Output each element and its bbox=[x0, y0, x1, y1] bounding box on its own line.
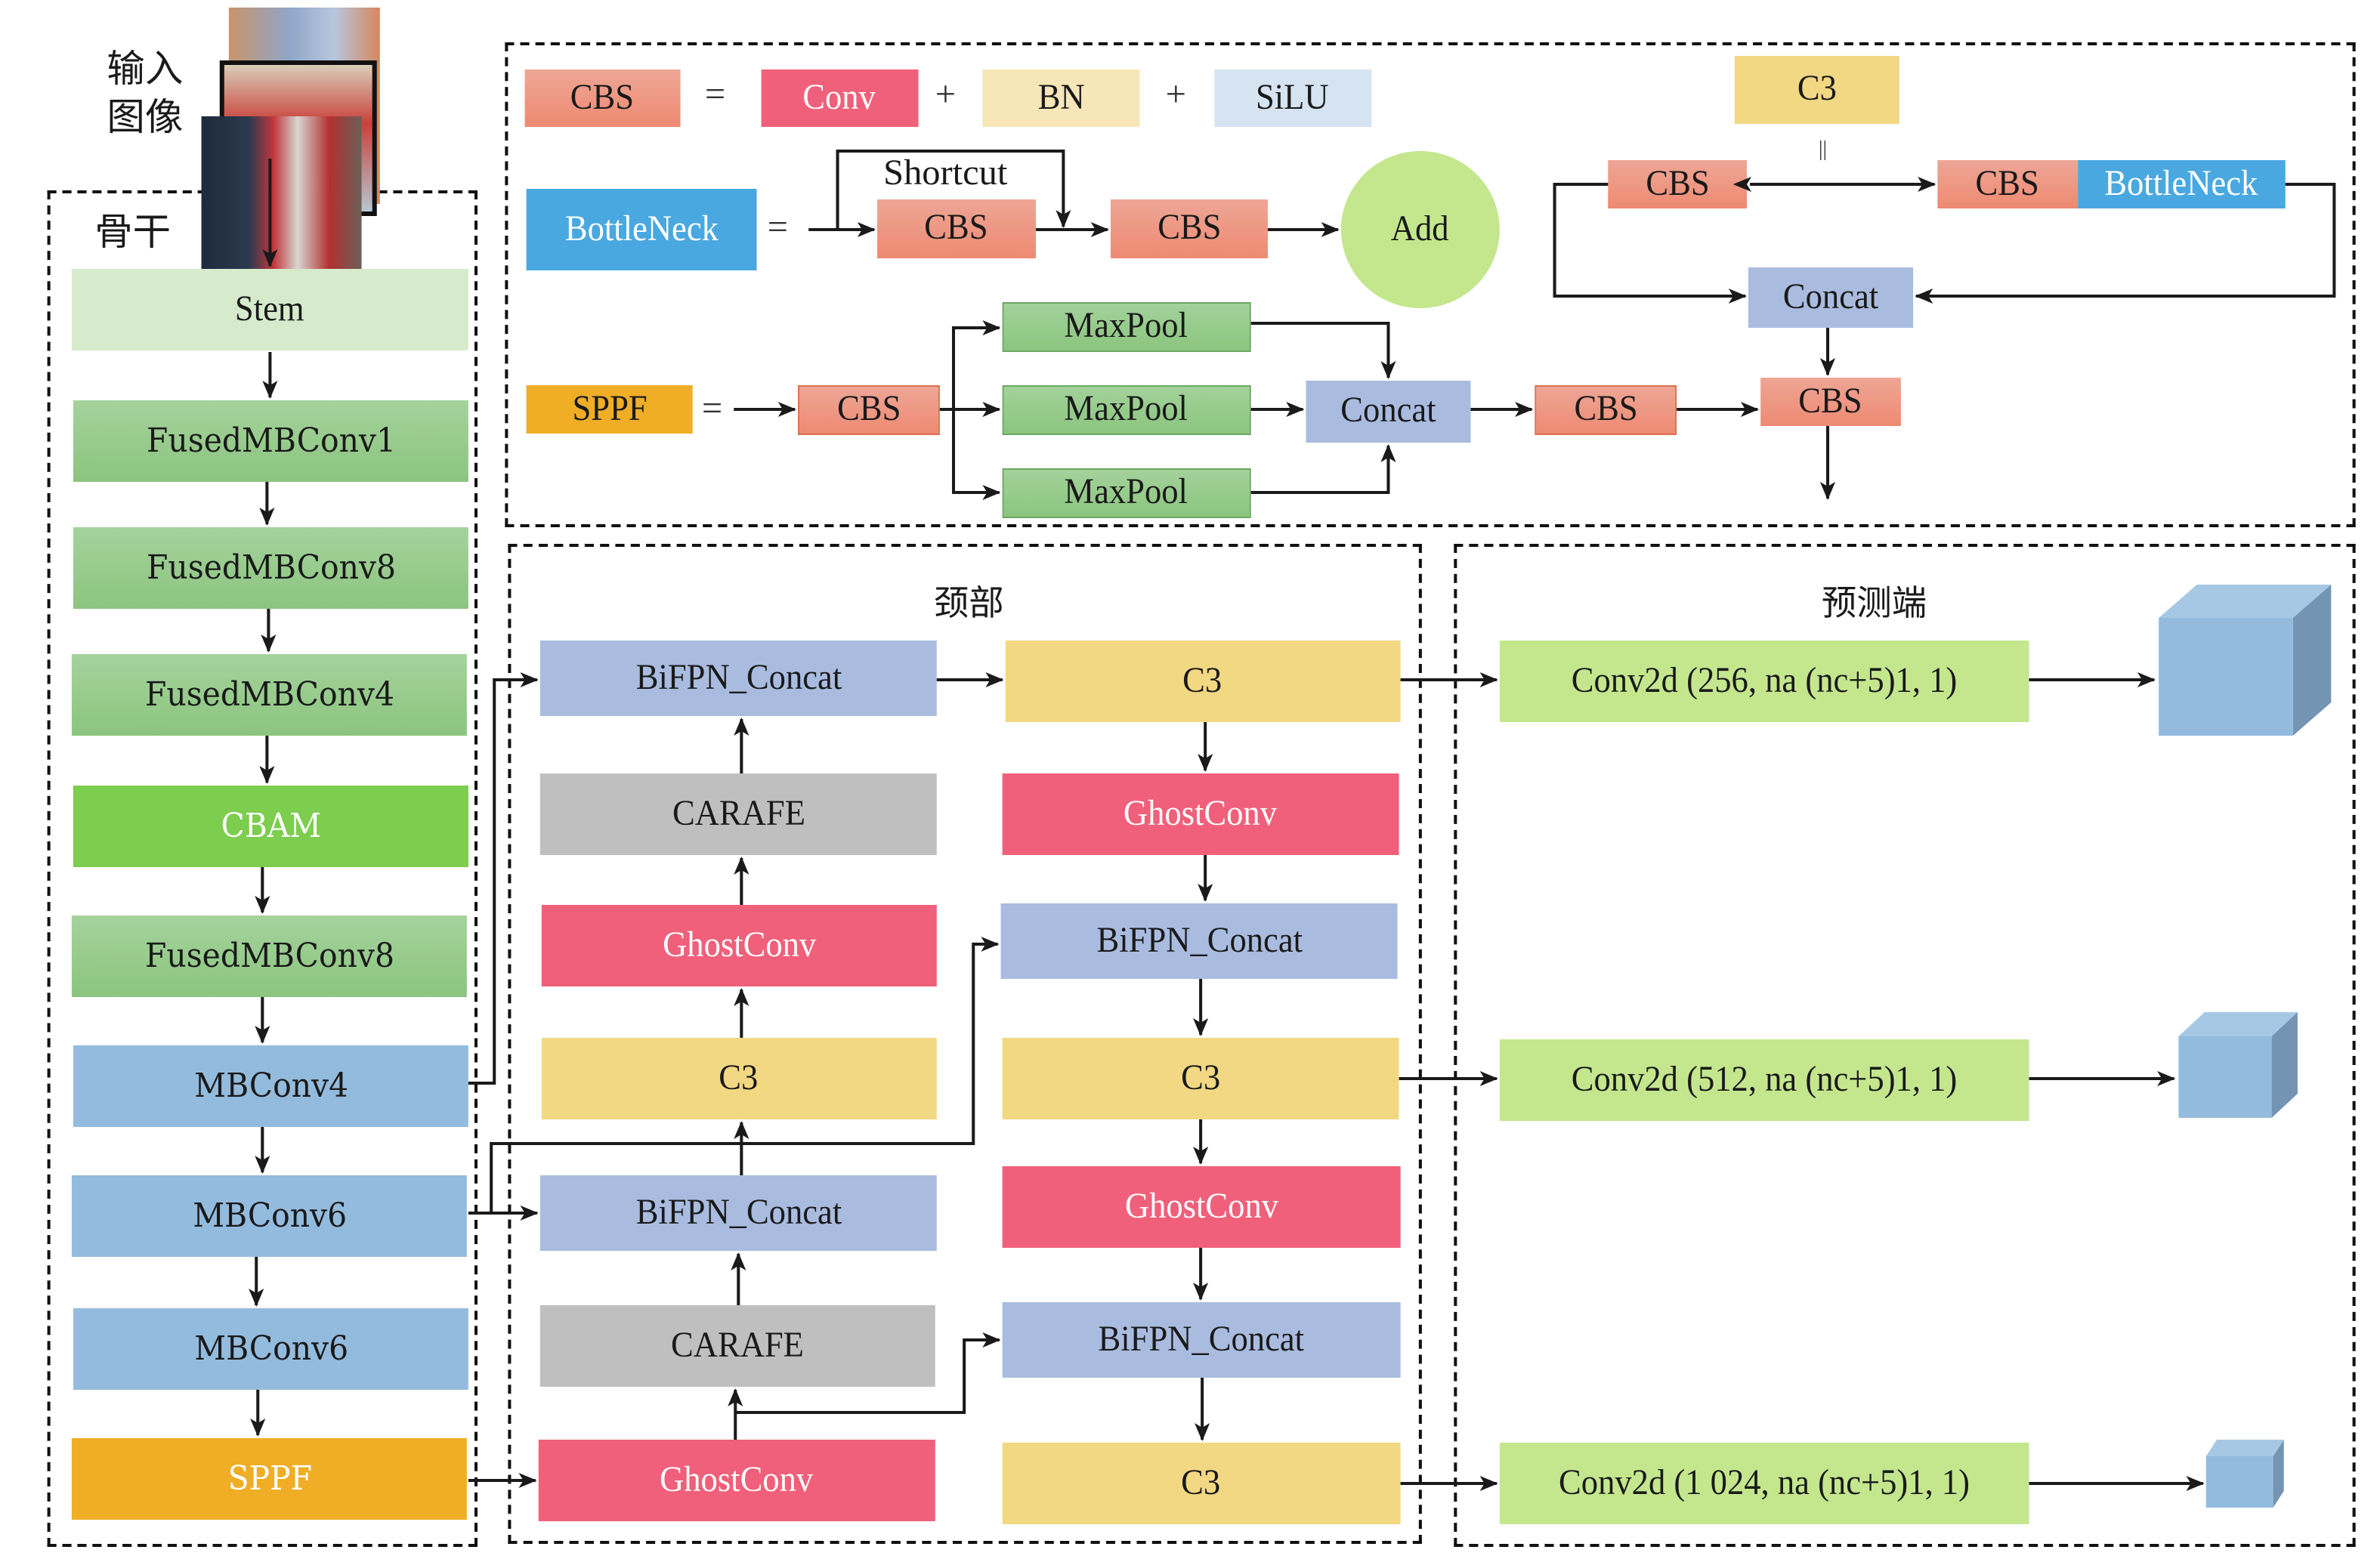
neck-right-bifpn-concat-1: BiFPN_Concat bbox=[1000, 903, 1398, 979]
wire-mbconv6-to-right-bifpn bbox=[490, 937, 1000, 1213]
legend-maxpool-2: MaxPool bbox=[1002, 385, 1251, 435]
backbone-block-mbconv6: MBConv6 bbox=[71, 1175, 467, 1257]
backbone-block-fusedmbconv4: FusedMBConv4 bbox=[71, 654, 467, 736]
backbone-block-fusedmbconv8: FusedMBConv8 bbox=[73, 527, 468, 609]
wire-shortcut bbox=[836, 150, 1071, 230]
neck-right-ghostconv-2: GhostConv bbox=[1002, 1166, 1401, 1248]
head-conv2d-1024: Conv2d (1 024, na (nc+5)1, 1) bbox=[1499, 1443, 2029, 1524]
wire-c3-right-loop bbox=[1915, 183, 2336, 304]
legend-c3-cbs-out: CBS bbox=[1760, 378, 1901, 426]
legend-sppf-equals: = bbox=[701, 390, 723, 429]
head-conv2d-512: Conv2d (512, na (nc+5)1, 1) bbox=[1499, 1039, 2029, 1121]
neck-left-c3: C3 bbox=[541, 1038, 937, 1119]
legend-frame bbox=[505, 42, 2356, 527]
output-tensor-small bbox=[2205, 1440, 2284, 1508]
legend-sppf: SPPF bbox=[526, 385, 693, 434]
neck-right-ghostconv-1: GhostConv bbox=[1002, 773, 1399, 855]
legend-c3-cbs-right: CBS bbox=[1937, 160, 2079, 208]
wire-cbs-mp1 bbox=[951, 320, 1001, 409]
legend-sppf-cbs-out: CBS bbox=[1535, 385, 1677, 435]
backbone-block-mbconv4: MBConv4 bbox=[73, 1045, 468, 1127]
legend-shortcut-label: Shortcut bbox=[883, 154, 1008, 193]
legend-add: Add bbox=[1340, 151, 1500, 308]
backbone-title: 骨干 bbox=[94, 210, 172, 254]
wire-mbconv4-to-bifpn-1 bbox=[468, 672, 539, 1085]
legend-c3-concat: Concat bbox=[1748, 267, 1914, 328]
legend-bottleneck: BottleNeck bbox=[526, 189, 757, 270]
legend-silu: SiLU bbox=[1214, 69, 1372, 127]
backbone-block-sppf: SPPF bbox=[71, 1438, 467, 1520]
legend-bottleneck-equals: = bbox=[767, 208, 789, 248]
legend-c3-equals: || bbox=[1818, 139, 1828, 162]
neck-left-ghostconv-1: GhostConv bbox=[541, 905, 937, 986]
output-tensor-medium bbox=[2178, 1012, 2298, 1118]
wire-ghost2-to-right-bifpn2 bbox=[735, 1332, 1001, 1414]
neck-left-bifpn-concat-2: BiFPN_Concat bbox=[539, 1175, 937, 1251]
legend-plus-2: + bbox=[1165, 76, 1187, 115]
backbone-block-cbam: CBAM bbox=[73, 786, 468, 867]
head-frame bbox=[1454, 544, 2356, 1547]
legend-cbs-equals: = bbox=[704, 76, 726, 115]
neck-right-bifpn-concat-2: BiFPN_Concat bbox=[1002, 1302, 1401, 1378]
neck-left-carafe-2: CARAFE bbox=[539, 1305, 935, 1387]
legend-maxpool-1: MaxPool bbox=[1002, 302, 1251, 352]
backbone-block-fusedmbconv1: FusedMBConv1 bbox=[73, 400, 468, 482]
legend-c3-cbs-left: CBS bbox=[1608, 160, 1747, 208]
neck-title: 颈部 bbox=[933, 585, 1004, 624]
backbone-block-mbconv6-2: MBConv6 bbox=[73, 1308, 468, 1390]
legend-cbs: CBS bbox=[524, 69, 681, 127]
neck-right-c3-3: C3 bbox=[1002, 1443, 1401, 1524]
legend-c3-bottleneck: BottleNeck bbox=[2078, 160, 2286, 208]
legend-plus-1: + bbox=[935, 76, 957, 115]
legend-bottleneck-cbs-2: CBS bbox=[1110, 199, 1268, 258]
neck-left-ghostconv-2: GhostConv bbox=[538, 1440, 935, 1521]
legend-maxpool-3: MaxPool bbox=[1002, 468, 1251, 518]
legend-bottleneck-cbs-1: CBS bbox=[877, 199, 1037, 258]
neck-right-c3-2: C3 bbox=[1002, 1038, 1399, 1119]
legend-bn: BN bbox=[982, 69, 1140, 127]
neck-right-c3-1: C3 bbox=[1005, 641, 1401, 722]
input-label-line2: 图像 bbox=[107, 95, 184, 139]
wire-mp3-concat bbox=[1250, 444, 1396, 494]
legend-sppf-cbs-in: CBS bbox=[798, 385, 940, 435]
backbone-block-fusedmbconv8-2: FusedMBConv8 bbox=[71, 915, 467, 997]
legend-c3: C3 bbox=[1734, 56, 1899, 124]
backbone-block-stem: Stem bbox=[71, 269, 468, 350]
wire-mp1-concat bbox=[1250, 322, 1396, 379]
legend-conv: Conv bbox=[761, 69, 919, 127]
head-conv2d-256: Conv2d (256, na (nc+5)1, 1) bbox=[1499, 641, 2029, 722]
input-label-line1: 输入 bbox=[107, 47, 184, 91]
wire-c3-left-loop bbox=[1553, 183, 1747, 304]
wire-cbs-mp3 bbox=[951, 409, 1001, 500]
neck-frame bbox=[508, 544, 1422, 1544]
neck-left-bifpn-concat-1: BiFPN_Concat bbox=[539, 641, 937, 716]
neck-left-carafe-1: CARAFE bbox=[539, 773, 937, 855]
head-title: 预测端 bbox=[1821, 585, 1927, 624]
output-tensor-large bbox=[2159, 585, 2332, 736]
legend-sppf-concat: Concat bbox=[1306, 381, 1471, 443]
